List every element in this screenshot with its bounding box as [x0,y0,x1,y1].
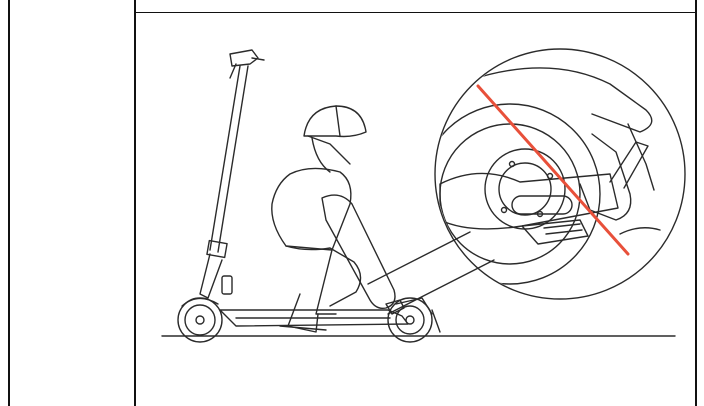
feet [279,325,327,331]
hand [385,299,405,315]
front-wheel-inner [184,304,216,336]
helmet [303,105,367,138]
rear-wheel-hub [405,315,415,325]
inset-wheel-tread [439,123,581,265]
callout-line-bottom [387,259,495,315]
illustration-svg [161,48,686,343]
table-cell-label-column [10,0,134,406]
kickstand [431,309,441,333]
hub-bolt [546,172,554,180]
callout-line-top [367,231,471,285]
stem-front-edge [209,65,241,251]
helmet-strap [307,135,351,165]
inset-deck-arm [439,172,619,230]
thigh [285,245,362,307]
table-top-border [135,12,697,13]
inset-hand [579,133,632,221]
table-right-border [695,0,697,406]
torso [271,167,352,251]
front-fender [181,297,219,307]
rear-wheel-outer [387,297,433,343]
handlebar-grip [229,63,237,79]
reaching-arm [321,194,396,310]
person-drawing [271,105,495,333]
inset-lever [627,123,655,191]
inset-fender [469,67,653,133]
inset-tool [609,141,649,189]
prohibition-slash [476,84,630,256]
inset-hub-inner [498,162,552,216]
detail-inset [434,48,686,300]
shin [315,249,337,315]
helmet-ridge [335,105,341,137]
table-column-divider [134,0,136,406]
face-outline [311,137,331,173]
fork [199,253,223,299]
handlebar [229,49,259,67]
inset-caliper [521,219,589,245]
folding-joint [206,239,228,259]
rear-wheel-inner [395,305,425,335]
detail-inset-circle [434,48,686,300]
inset-slot [511,195,573,215]
scooter-drawing [177,49,441,343]
inset-hub-motor [484,148,566,230]
front-light [221,275,233,295]
back-leg [287,293,319,333]
deck [219,309,409,327]
inset-wheel-outer [436,103,601,285]
stem-back-edge [217,65,249,253]
brake-lever [251,57,265,61]
table-left-border [8,0,10,406]
front-wheel-hub [195,315,205,325]
scooter-maintenance-illustration [140,14,700,366]
hub-bolt [500,206,508,214]
hub-bolt [508,160,516,168]
inset-fingers [619,227,661,235]
inset-caliper-fins [543,223,583,235]
